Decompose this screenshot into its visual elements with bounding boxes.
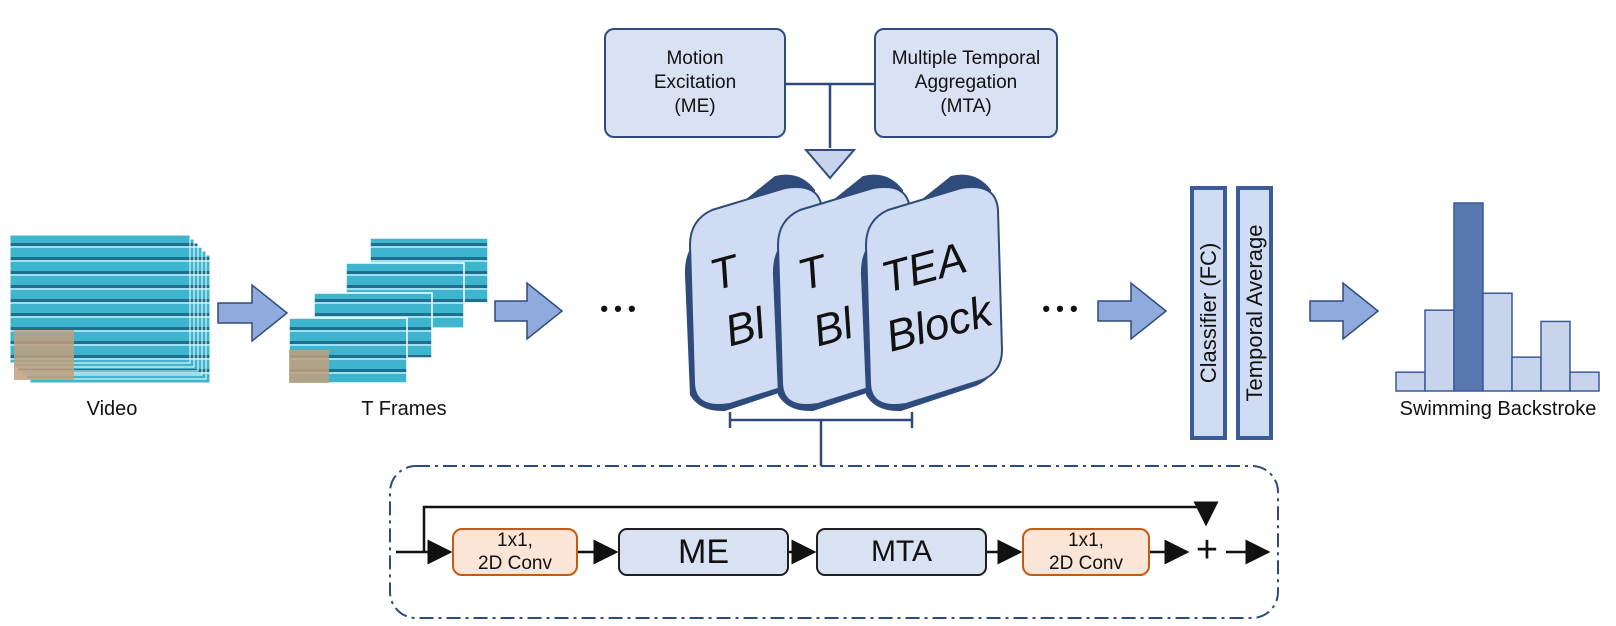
histogram-bar — [1453, 202, 1484, 392]
detail-frame — [389, 465, 1279, 619]
tea-block-front — [860, 174, 1004, 412]
conv1x1-output-label: 1x1, 2D Conv — [1049, 530, 1123, 574]
conv1x1-input-box: 1x1, 2D Conv — [452, 528, 578, 576]
arrow-frames-to-blocks — [494, 281, 564, 341]
arrow-classifier-to-output — [1309, 281, 1380, 341]
t-frames-stack — [288, 237, 489, 384]
block-bracket — [728, 412, 914, 466]
ellipsis-left: • • • — [600, 296, 636, 321]
detail-me-label: ME — [678, 532, 729, 571]
video-thumbnail-stack — [9, 234, 211, 384]
conv1x1-output-box: 1x1, 2D Conv — [1022, 528, 1150, 576]
histogram-bar — [1395, 371, 1426, 392]
motion-excitation-box: Motion Excitation (ME) — [604, 28, 786, 138]
detail-mta-box: MTA — [816, 528, 987, 576]
top-modules-connector — [786, 82, 874, 180]
t-frames-label: T Frames — [361, 398, 447, 420]
mta-label: Multiple Temporal Aggregation (MTA) — [891, 48, 1041, 117]
detail-connectors — [396, 501, 1271, 565]
conv1x1-input-label: 1x1, 2D Conv — [478, 530, 552, 574]
temporal-average-label: Temporal Average — [1241, 224, 1267, 402]
classifier-fc-bar: Classifier (FC) — [1190, 186, 1227, 440]
arrow-blocks-to-classifier — [1097, 281, 1168, 341]
histogram-bar — [1511, 356, 1542, 392]
histogram-bar — [1424, 309, 1455, 392]
histogram-bar — [1482, 292, 1513, 392]
motion-excitation-label: Motion Excitation (ME) — [653, 48, 737, 117]
ellipsis-right: • • • — [1042, 296, 1078, 321]
residual-add-symbol: + — [1195, 529, 1219, 571]
output-histogram — [1395, 202, 1600, 392]
histogram-bar — [1569, 371, 1600, 392]
detail-me-box: ME — [618, 528, 789, 576]
multiple-temporal-aggregation-box: Multiple Temporal Aggregation (MTA) — [874, 28, 1058, 138]
output-class-label: Swimming Backstroke — [1399, 398, 1597, 420]
arrow-video-to-frames — [217, 283, 289, 343]
detail-mta-label: MTA — [870, 535, 933, 568]
histogram-bar — [1540, 320, 1571, 392]
video-label: Video — [86, 398, 138, 420]
classifier-fc-label: Classifier (FC) — [1195, 242, 1221, 384]
temporal-average-bar: Temporal Average — [1236, 186, 1273, 440]
